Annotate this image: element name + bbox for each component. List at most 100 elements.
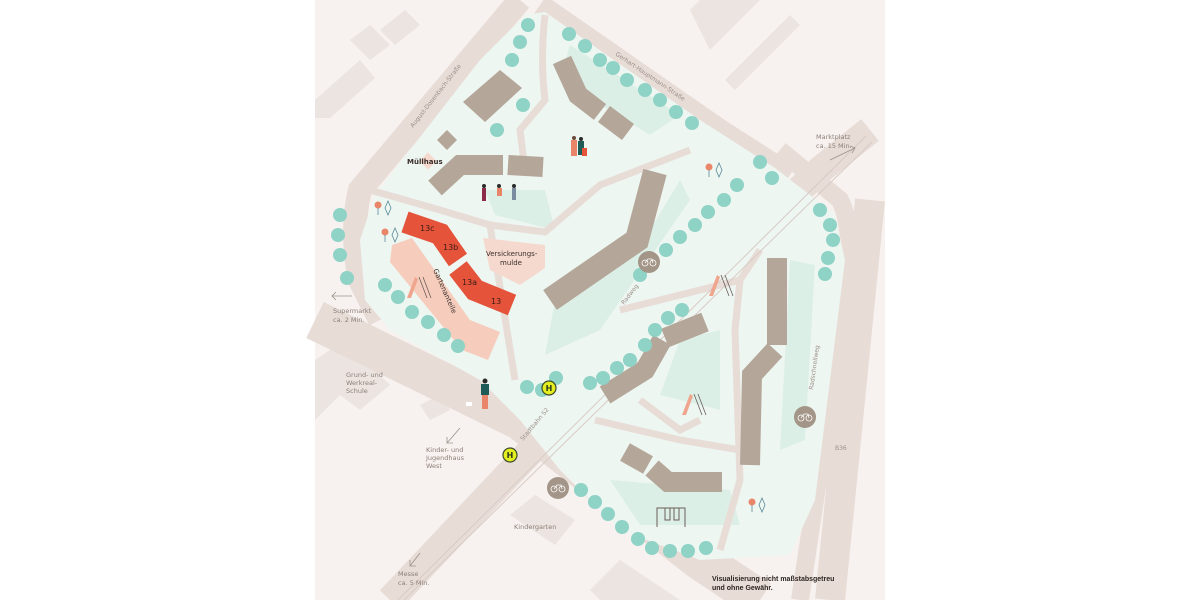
tree-icon xyxy=(378,278,392,292)
label-marktplatz: Marktplatz xyxy=(816,133,851,141)
label-versickerung: Versickerungs- xyxy=(486,250,538,258)
bike-badges xyxy=(547,251,816,499)
label-versickerung-2: mulde xyxy=(500,259,522,267)
flower-icon xyxy=(381,226,399,244)
tree-icon xyxy=(391,290,405,304)
playground-slide-icon xyxy=(709,274,734,297)
tree-icon xyxy=(648,323,662,337)
plant-icon xyxy=(758,496,766,514)
tree-icon xyxy=(818,267,832,281)
label-marktplatz-time: ca. 15 Min. xyxy=(816,142,852,150)
tree-icon xyxy=(331,228,345,242)
bus-stop-north[interactable]: H xyxy=(541,380,557,396)
disclaimer-line-2: und ohne Gewähr. xyxy=(712,585,773,592)
tree-icon xyxy=(596,371,610,385)
waste-house-marker xyxy=(419,152,437,170)
infiltration-basin xyxy=(483,238,545,285)
tree-icon xyxy=(688,218,702,232)
label-supermarkt: Supermarkt xyxy=(333,307,372,315)
bus-stop-letter: H xyxy=(507,451,514,460)
road-b36 xyxy=(815,198,885,600)
bus-stop-icon xyxy=(541,380,557,396)
tree-icon xyxy=(653,93,667,107)
new-buildings xyxy=(401,211,517,316)
tree-icon xyxy=(615,520,629,534)
street-label-b36: B36 xyxy=(835,445,847,452)
tree-icon xyxy=(669,105,683,119)
tree-icon xyxy=(520,380,534,394)
tree-icon xyxy=(451,339,465,353)
tree-icon xyxy=(421,315,435,329)
existing-building-blocks xyxy=(428,55,787,492)
building-label-13b: 13b xyxy=(443,243,458,252)
people-icon xyxy=(482,184,516,201)
tree-icon xyxy=(610,361,624,375)
playground-slide-icon xyxy=(407,276,432,299)
arrow-messe xyxy=(409,552,421,567)
bicycle-icon xyxy=(638,251,660,273)
label-schule-2: Werkreal- xyxy=(346,379,378,387)
tree-icon xyxy=(601,507,615,521)
tree-icon xyxy=(638,83,652,97)
label-kindergarten: Kindergarten xyxy=(514,523,556,531)
tree-icon xyxy=(717,193,731,207)
footpaths xyxy=(369,14,763,551)
flower-icon xyxy=(374,199,392,217)
dog-walker-icon xyxy=(466,378,489,409)
tree-icon xyxy=(405,305,419,319)
tree-icon xyxy=(823,218,837,232)
plant-icon xyxy=(391,226,399,244)
tree-icon xyxy=(620,73,634,87)
bus-stop-south[interactable]: H xyxy=(502,447,518,463)
tree-icon xyxy=(730,178,744,192)
tree-icon xyxy=(659,243,673,257)
flowers xyxy=(374,161,766,514)
tree-icon xyxy=(631,532,645,546)
road-august-dosenbach xyxy=(343,0,530,326)
plant-icon xyxy=(384,199,392,217)
tree-icon xyxy=(813,203,827,217)
tree-icon xyxy=(521,18,535,32)
building-label-13: 13 xyxy=(491,297,501,306)
label-jugendhaus-3: West xyxy=(426,462,442,470)
tree-icon xyxy=(574,483,588,497)
swing-icon xyxy=(656,507,686,527)
bicycle-icon xyxy=(547,477,569,499)
label-jugendhaus-2: Jugendhaus xyxy=(425,454,465,462)
tree-icon xyxy=(638,338,652,352)
flower-icon xyxy=(705,161,723,179)
building-label-13a: 13a xyxy=(462,278,477,287)
tree-icon xyxy=(663,544,677,558)
existing-buildings xyxy=(437,70,522,150)
playground-slides xyxy=(407,274,734,416)
tree-icon xyxy=(588,495,602,509)
tree-icon xyxy=(821,251,835,265)
tree-icon xyxy=(753,155,767,169)
disclaimer-line-1: Visualisierung nicht maßstabsgetreu xyxy=(712,576,834,583)
garden-plots xyxy=(390,238,500,360)
building-label-13c: 13c xyxy=(420,224,435,233)
tree-icon xyxy=(701,205,715,219)
tree-icon xyxy=(685,116,699,130)
tree-icon xyxy=(333,208,347,222)
label-schule: Grund- und xyxy=(346,371,383,379)
tree-icon xyxy=(606,61,620,75)
tree-icon xyxy=(681,544,695,558)
label-supermarkt-time: ca. 2 Min. xyxy=(333,316,365,324)
tree-icon xyxy=(593,53,607,67)
label-jugendhaus: Kinder- und xyxy=(426,446,463,454)
tree-icon xyxy=(490,123,504,137)
bus-stop-letter: H xyxy=(546,384,553,393)
label-schule-3: Schule xyxy=(346,387,368,395)
tree-icon xyxy=(578,39,592,53)
flower-icon xyxy=(748,496,766,514)
arrow-supermarkt xyxy=(331,291,352,301)
tree-icon xyxy=(505,53,519,67)
tree-icon xyxy=(340,271,354,285)
label-messe: Messe xyxy=(398,570,418,578)
tree-icon xyxy=(437,328,451,342)
people-icon xyxy=(571,136,587,156)
building-13a-13 xyxy=(449,261,517,316)
surrounding-blocks xyxy=(315,0,800,600)
bicycle-icon xyxy=(794,406,816,428)
